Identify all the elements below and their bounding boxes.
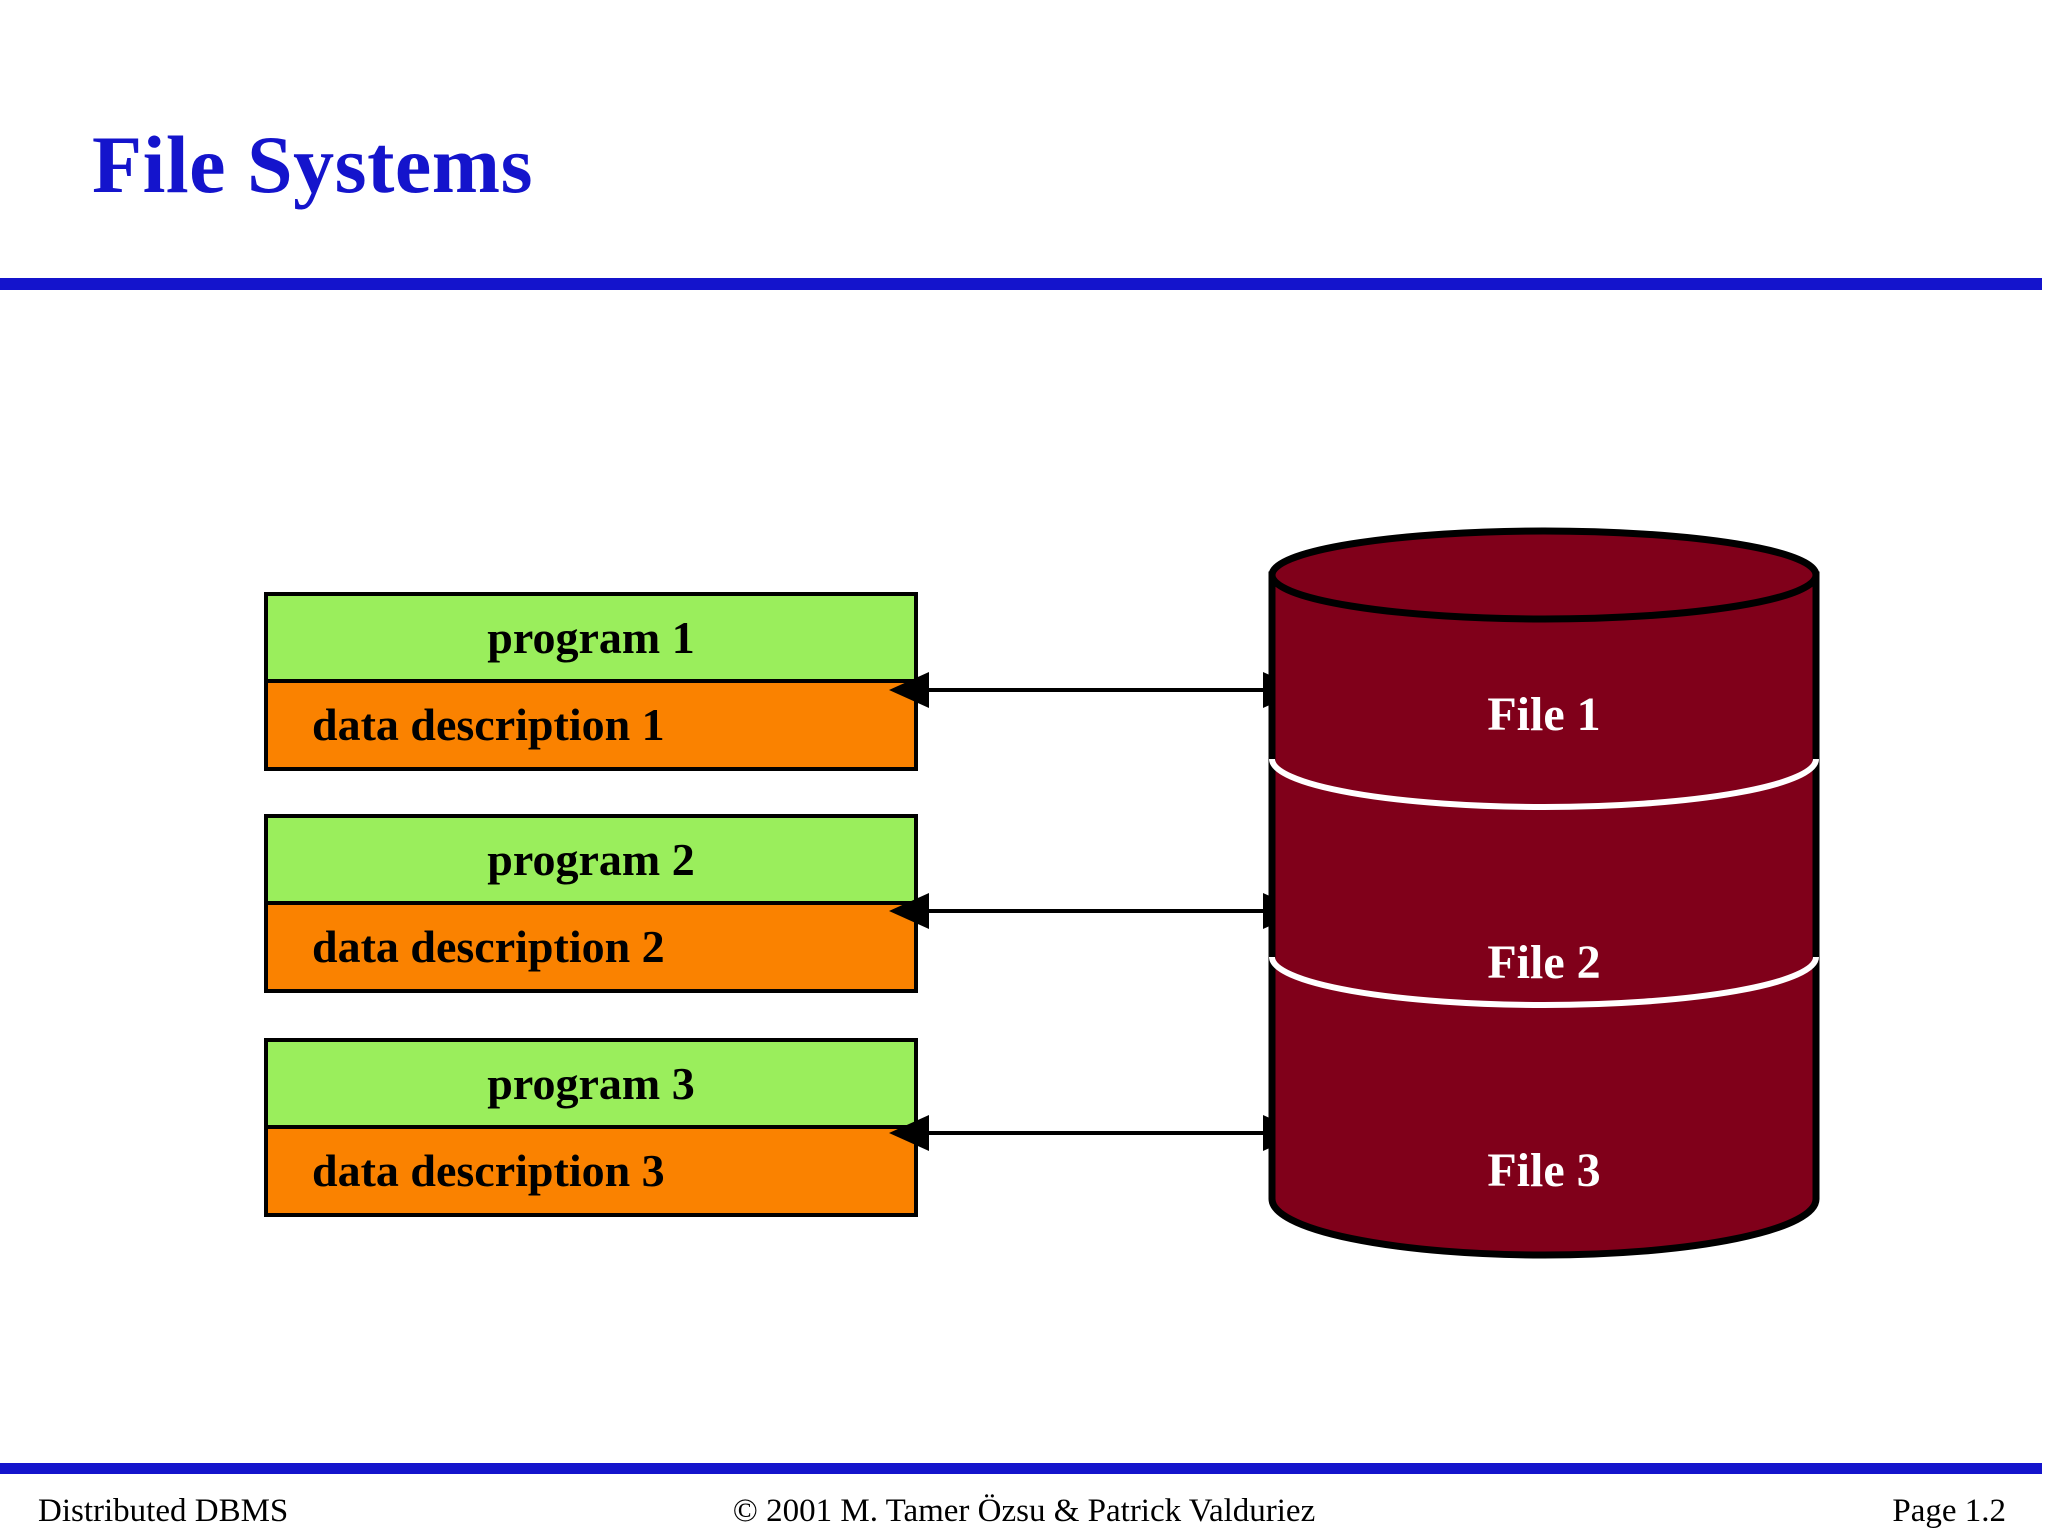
program-box-3[interactable]: program 3 [264,1038,918,1127]
connector-arrow-1 [889,672,1303,708]
cylinder-segment-label-2: File 2 [1487,936,1601,989]
cylinder-segment-label-1: File 1 [1487,688,1601,741]
cylinder-segment-label-3: File 3 [1487,1144,1601,1197]
footer-copyright: © 2001 M. Tamer Özsu & Patrick Valduriez [732,1493,1316,1529]
storage-cylinder[interactable]: File 1 File 2 File 3 [1268,527,1820,1260]
data-description-box-2[interactable]: data description 2 [264,903,918,993]
footer-left-text: Distributed DBMS [38,1493,289,1529]
footer-divider [0,1463,2042,1474]
title-divider [0,278,2042,290]
connector-arrow-3 [889,1115,1303,1151]
connector-arrow-2 [889,893,1303,929]
data-description-box-1[interactable]: data description 1 [264,681,918,771]
page-title: File Systems [92,119,533,210]
data-description-box-3[interactable]: data description 3 [264,1127,918,1217]
program-box-1[interactable]: program 1 [264,592,918,681]
program-group-3: program 3 data description 3 [264,1038,918,1217]
program-box-2[interactable]: program 2 [264,814,918,903]
program-group-1: program 1 data description 1 [264,592,918,771]
footer-page-number: Page 1.2 [1892,1493,2006,1529]
cylinder-shape [1268,527,1820,1259]
program-group-2: program 2 data description 2 [264,814,918,993]
